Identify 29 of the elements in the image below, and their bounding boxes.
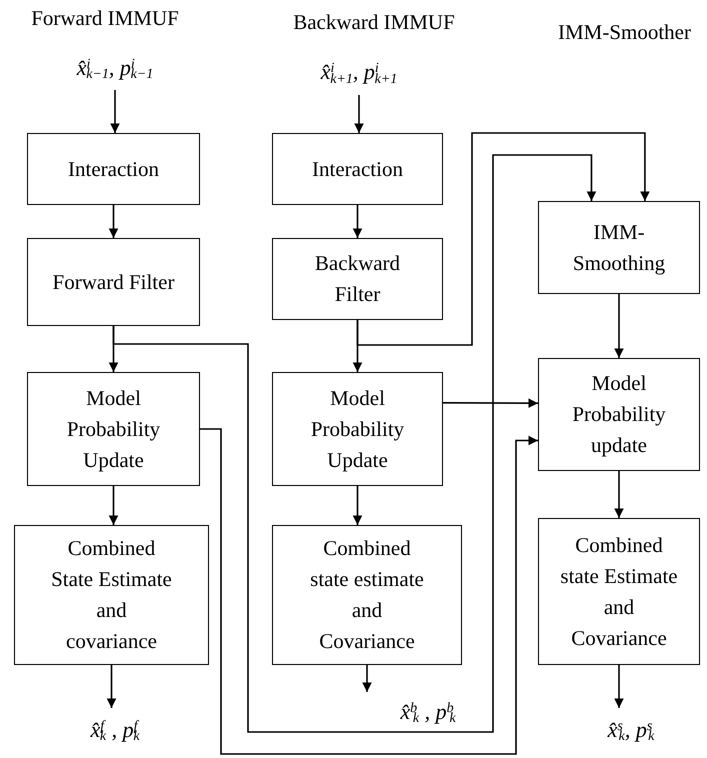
arrow — [108, 205, 118, 238]
arrow — [362, 665, 372, 692]
column-heading: Backward IMMUF — [292, 9, 456, 36]
process-box: Combined state estimate and Covariance — [272, 525, 462, 665]
arrow — [443, 398, 538, 408]
process-box: Combined State Estimate and covariance — [14, 525, 209, 665]
process-box: IMM-Smoothing — [538, 201, 700, 294]
arrow — [356, 132, 650, 346]
arrow — [200, 428, 538, 755]
arrow — [110, 90, 120, 133]
process-box: Combined state Estimate and Covariance — [538, 518, 700, 665]
process-box: Backward Filter — [272, 238, 443, 320]
process-box: Interaction — [272, 133, 443, 205]
arrow — [614, 471, 624, 518]
arrow — [112, 154, 596, 733]
arrow — [614, 294, 624, 358]
process-box: Model Probability Update — [27, 372, 200, 486]
arrow — [106, 665, 116, 708]
arrow — [108, 486, 118, 525]
column-heading: Forward IMMUF — [30, 5, 180, 32]
arrow — [352, 205, 362, 238]
arrow — [352, 486, 362, 525]
column-heading: IMM-Smoother — [557, 19, 692, 46]
process-box: Forward Filter — [27, 238, 200, 326]
process-box: Model Probability Update — [272, 372, 443, 486]
arrow — [614, 665, 624, 708]
process-box: Model Probability update — [538, 358, 700, 471]
process-box: Interaction — [27, 133, 200, 205]
arrow — [354, 95, 364, 133]
